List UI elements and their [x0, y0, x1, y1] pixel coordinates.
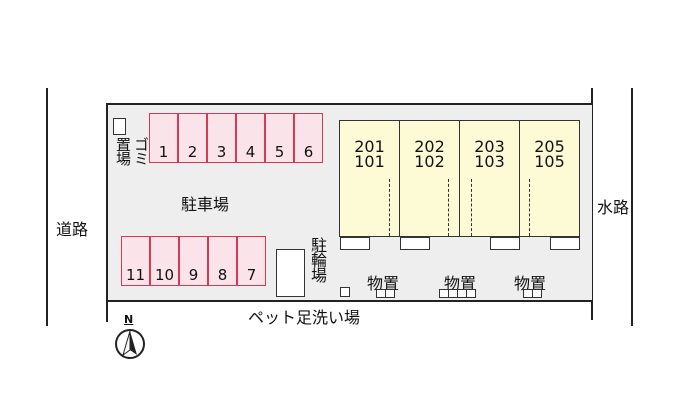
parking-slot: 7 [237, 236, 266, 286]
compass-icon [115, 329, 145, 359]
unit-upper: 202 [414, 137, 445, 156]
garbage-label-2: 置場 [114, 137, 132, 165]
bicycle-parking-box [276, 249, 305, 297]
unit-lower: 103 [474, 152, 505, 171]
north-label: N [124, 313, 134, 326]
storage-box [466, 289, 476, 298]
storage-label: 物置 [444, 274, 477, 293]
unit-lower: 105 [534, 152, 565, 171]
pet-wash-label: ペット足洗い場 [248, 308, 361, 327]
parking-slot: 8 [208, 236, 237, 286]
parking-slot: 3 [207, 113, 236, 163]
parking-slot: 11 [121, 236, 150, 286]
road-line-left [46, 88, 48, 326]
parking-slot: 4 [236, 113, 265, 163]
unit-upper: 201 [354, 137, 385, 156]
stair-outline [471, 179, 472, 236]
waterway-line-right [631, 88, 633, 326]
garbage-box [113, 118, 126, 135]
parking-slot: 2 [178, 113, 207, 163]
storage-label: 物置 [367, 274, 400, 293]
balcony [490, 237, 520, 250]
unit-upper: 203 [474, 137, 505, 156]
storage-label: 物置 [514, 274, 547, 293]
parking-slot: 5 [265, 113, 294, 163]
parking-slot: 9 [179, 236, 208, 286]
balcony [400, 237, 430, 250]
unit-lower: 101 [354, 152, 385, 171]
garbage-label-1: ゴミ [132, 137, 150, 165]
unit-upper: 205 [534, 137, 565, 156]
stair-outline [448, 179, 449, 236]
unit-lower: 102 [414, 152, 445, 171]
parking-label: 駐車場 [181, 195, 230, 214]
storage-box [385, 289, 395, 298]
site-boundary-left-ext [106, 300, 108, 322]
road-label: 道路 [56, 220, 89, 239]
balcony [550, 237, 580, 250]
stair-outline [529, 179, 530, 236]
stair-outline [389, 179, 390, 236]
parking-slot: 10 [150, 236, 179, 286]
site-boundary-right [591, 88, 593, 320]
waterway-label: 水路 [597, 198, 630, 217]
bicycle-parking-label: 駐輪場 [308, 237, 327, 282]
parking-slot: 1 [149, 113, 178, 163]
storage-box [532, 289, 542, 298]
balcony [340, 237, 370, 250]
pet-wash-box [340, 287, 350, 297]
parking-slot: 6 [294, 113, 323, 163]
